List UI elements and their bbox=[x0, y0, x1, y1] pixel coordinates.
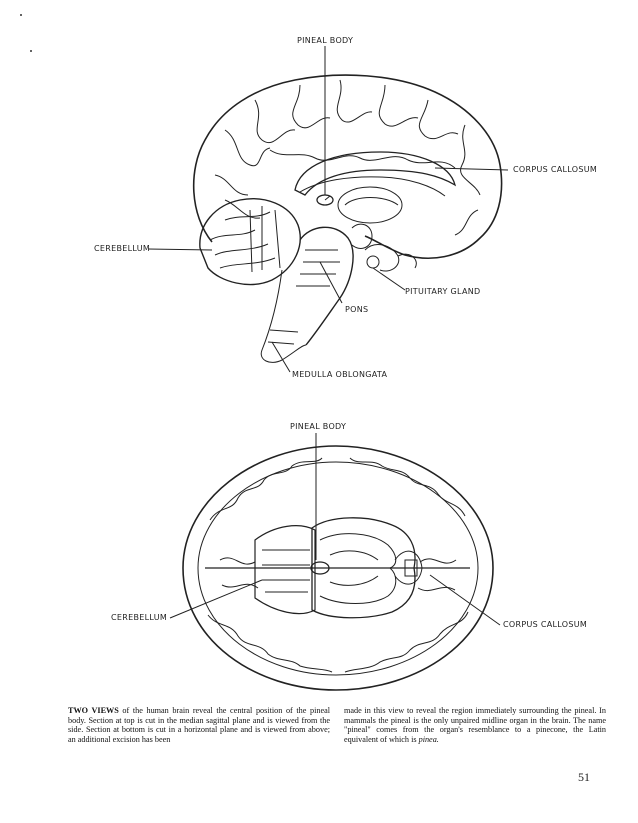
caption-left-text: of the human brain reveal the central po… bbox=[68, 706, 331, 744]
caption-right-column: made in this view to reveal the region i… bbox=[344, 706, 606, 744]
pointer-line-pituitary bbox=[372, 267, 406, 291]
pointer-line-cerebellum-bottom bbox=[169, 579, 263, 619]
label-cerebellum-bottom: CEREBELLUM bbox=[111, 613, 168, 622]
scan-speck bbox=[20, 14, 22, 16]
caption-left-column: TWO VIEWS of the human brain reveal the … bbox=[68, 706, 330, 744]
caption-lead: TWO VIEWS bbox=[68, 706, 119, 715]
label-cerebellum: CEREBELLUM bbox=[94, 244, 151, 253]
pointer-line-cerebellum bbox=[147, 248, 213, 251]
label-corpus-callosum-bottom: CORPUS CALLOSUM bbox=[503, 620, 588, 629]
label-corpus-callosum: CORPUS CALLOSUM bbox=[513, 165, 598, 174]
caption-right-end: pinea. bbox=[418, 734, 439, 744]
label-pineal-body: PINEAL BODY bbox=[297, 36, 354, 45]
label-pituitary-gland: PITUITARY GLAND bbox=[405, 287, 481, 296]
caption-right-text: made in this view to reveal the region i… bbox=[344, 706, 606, 744]
pointer-line-corpus bbox=[434, 167, 509, 171]
label-pineal-body-bottom: PINEAL BODY bbox=[290, 422, 347, 431]
sagittal-brain-illustration bbox=[147, 46, 509, 373]
pointer-line-medulla bbox=[271, 341, 291, 373]
label-medulla-oblongata: MEDULLA OBLONGATA bbox=[292, 370, 388, 379]
page-number: 51 bbox=[578, 770, 590, 784]
pointer-line-corpus-bottom bbox=[429, 574, 501, 626]
label-pons: PONS bbox=[345, 305, 369, 314]
pointer-line-pons bbox=[319, 261, 343, 304]
scan-speck bbox=[30, 50, 32, 52]
horizontal-brain-illustration bbox=[169, 433, 501, 691]
